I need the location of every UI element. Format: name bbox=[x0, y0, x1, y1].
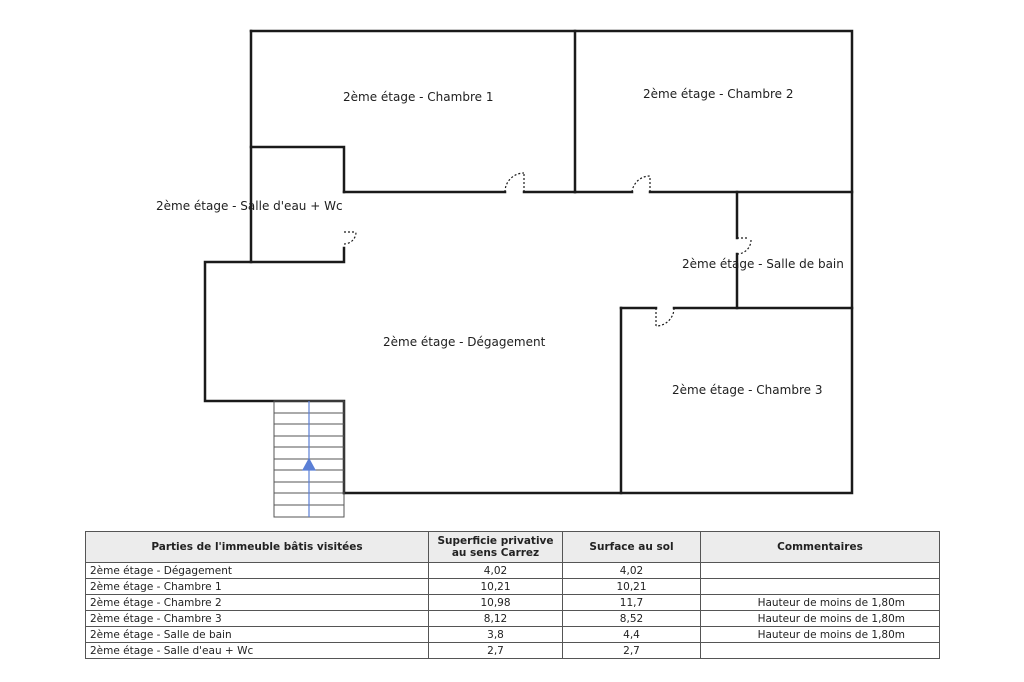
floor-plan bbox=[203, 29, 854, 518]
table-header-row: Parties de l'immeuble bâtis visitées Sup… bbox=[85, 531, 940, 563]
cell-commentaire: Hauteur de moins de 1,80m bbox=[700, 610, 940, 627]
cell-sol: 2,7 bbox=[562, 642, 701, 659]
cell-sol: 10,21 bbox=[562, 578, 701, 595]
cell-carrez: 10,21 bbox=[428, 578, 563, 595]
salle-eau-wall bbox=[249, 145, 346, 264]
cell-commentaire: Hauteur de moins de 1,80m bbox=[700, 594, 940, 611]
table-row: 2ème étage - Dégagement 4,02 4,02 bbox=[85, 562, 940, 579]
door-salle-bain bbox=[736, 237, 752, 255]
door-salle-eau bbox=[343, 231, 357, 245]
surface-table: Parties de l'immeuble bâtis visitées Sup… bbox=[85, 531, 940, 659]
cell-partie: 2ème étage - Chambre 3 bbox=[85, 610, 429, 627]
table-row: 2ème étage - Chambre 3 8,12 8,52 Hauteur… bbox=[85, 610, 940, 627]
door-chambre3 bbox=[655, 307, 675, 327]
cell-sol: 11,7 bbox=[562, 594, 701, 611]
label-salle-bain: 2ème étage - Salle de bain bbox=[682, 257, 844, 271]
cell-commentaire bbox=[700, 578, 940, 595]
label-chambre3: 2ème étage - Chambre 3 bbox=[672, 383, 823, 397]
cell-carrez: 8,12 bbox=[428, 610, 563, 627]
table-row: 2ème étage - Salle d'eau + Wc 2,7 2,7 bbox=[85, 642, 940, 659]
cell-carrez: 3,8 bbox=[428, 626, 563, 643]
cell-commentaire bbox=[700, 642, 940, 659]
cell-carrez: 2,7 bbox=[428, 642, 563, 659]
cell-sol: 8,52 bbox=[562, 610, 701, 627]
cell-partie: 2ème étage - Chambre 1 bbox=[85, 578, 429, 595]
cell-partie: 2ème étage - Chambre 2 bbox=[85, 594, 429, 611]
outer-wall-left bbox=[249, 29, 346, 194]
cell-partie: 2ème étage - Salle d'eau + Wc bbox=[85, 642, 429, 659]
cell-carrez: 4,02 bbox=[428, 562, 563, 579]
outer-wall bbox=[249, 29, 854, 495]
table-row: 2ème étage - Chambre 2 10,98 11,7 Hauteu… bbox=[85, 594, 940, 611]
cell-commentaire: Hauteur de moins de 1,80m bbox=[700, 626, 940, 643]
cell-carrez: 10,98 bbox=[428, 594, 563, 611]
table-row: 2ème étage - Salle de bain 3,8 4,4 Haute… bbox=[85, 626, 940, 643]
table-row: 2ème étage - Chambre 1 10,21 10,21 bbox=[85, 578, 940, 595]
cell-partie: 2ème étage - Dégagement bbox=[85, 562, 429, 579]
door-chambre2 bbox=[631, 175, 651, 193]
cell-commentaire bbox=[700, 562, 940, 579]
header-sol: Surface au sol bbox=[562, 531, 701, 563]
header-parties: Parties de l'immeuble bâtis visitées bbox=[85, 531, 429, 563]
stair-arrow bbox=[301, 401, 317, 517]
door-chambre1 bbox=[504, 172, 525, 193]
label-salle-eau: 2ème étage - Salle d'eau + Wc bbox=[156, 199, 343, 213]
header-carrez: Superficie privative au sens Carrez bbox=[428, 531, 563, 563]
cell-partie: 2ème étage - Salle de bain bbox=[85, 626, 429, 643]
cell-sol: 4,02 bbox=[562, 562, 701, 579]
label-chambre2: 2ème étage - Chambre 2 bbox=[643, 87, 794, 101]
label-chambre1: 2ème étage - Chambre 1 bbox=[343, 90, 494, 104]
cell-sol: 4,4 bbox=[562, 626, 701, 643]
header-commentaires: Commentaires bbox=[700, 531, 940, 563]
label-degagement: 2ème étage - Dégagement bbox=[383, 335, 546, 349]
